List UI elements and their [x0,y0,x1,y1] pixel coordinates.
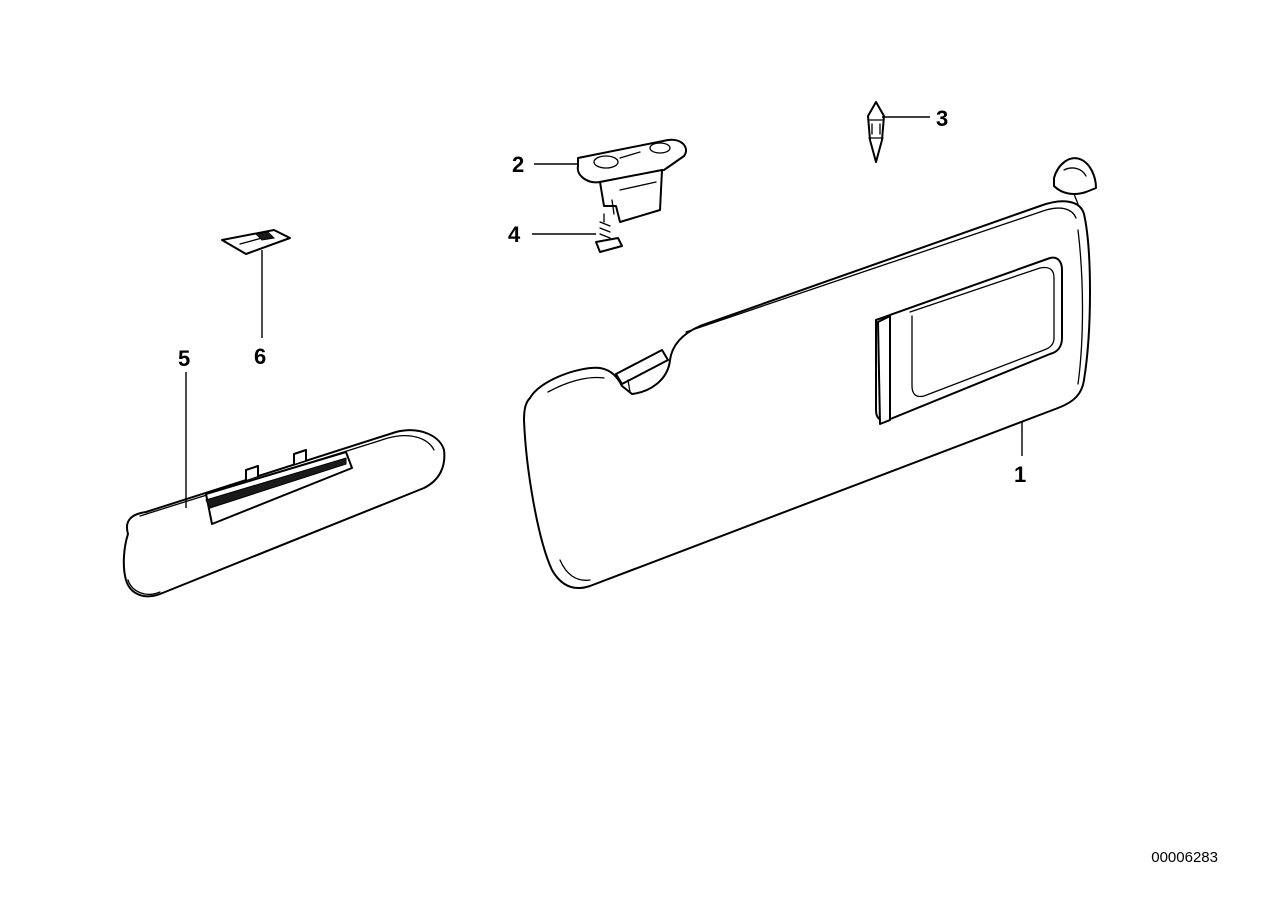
bulb [867,101,885,163]
grip-handle [122,429,446,598]
sun-visor [523,157,1097,589]
diagram-reference-number: 00006283 [1151,849,1218,866]
visor-bracket [576,138,687,223]
callout-2: 2 [512,152,524,177]
screw [595,213,623,253]
callout-5: 5 [178,346,190,371]
cover-cap [221,229,291,255]
callout-3: 3 [936,106,948,131]
callout-6: 6 [254,344,266,369]
callout-1: 1 [1014,462,1026,487]
callout-4: 4 [508,222,521,247]
